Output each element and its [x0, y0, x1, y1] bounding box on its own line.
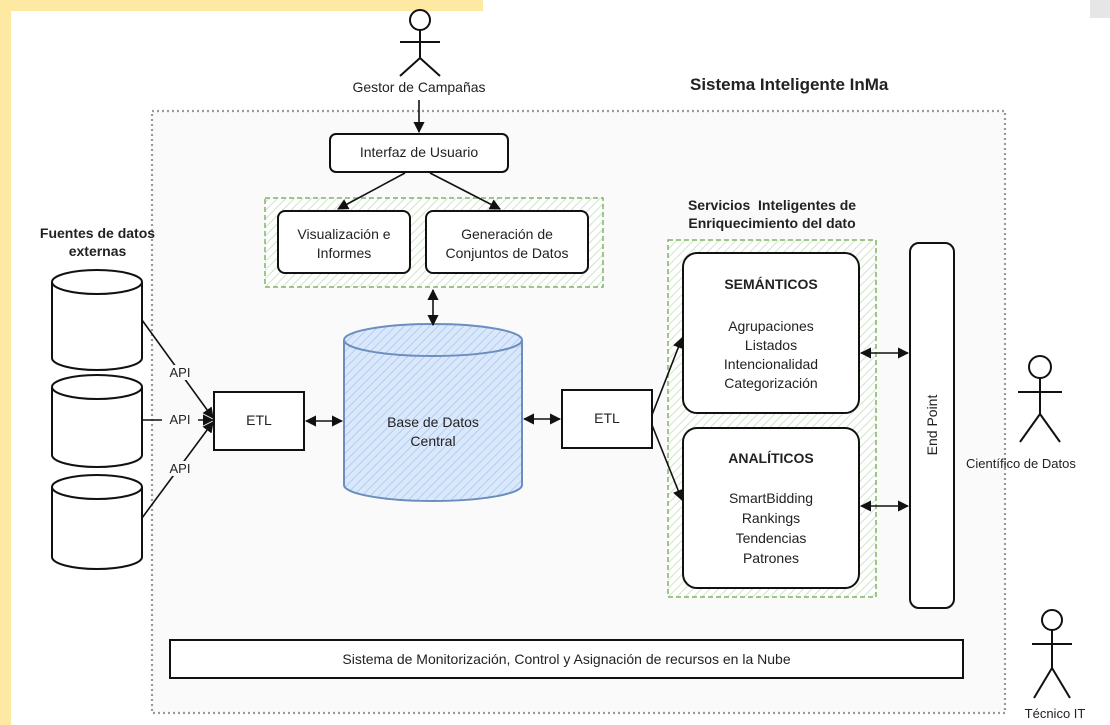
services-title-line2: Enriquecimiento del dato [688, 215, 856, 231]
api-label-1: API [162, 365, 198, 380]
analytic-item: Rankings [741, 510, 801, 526]
central-db-line1: Base de Datos [387, 414, 479, 430]
etl-left-label: ETL [246, 412, 272, 428]
analytic-item: SmartBidding [728, 490, 814, 506]
it-technician-figure [1032, 609, 1072, 699]
endpoint-box [909, 242, 955, 609]
api-label-3: API [162, 461, 198, 476]
semantic-item: Intencionalidad [723, 356, 819, 372]
api-label-2: API [162, 412, 198, 427]
data-scientist-label: Científico de Datos [966, 456, 1076, 471]
external-sources-line1: Fuentes de datos [39, 225, 156, 241]
data-scientist-figure [1018, 355, 1062, 443]
dataset-label-line2: Conjuntos de Datos [445, 245, 569, 261]
dataset-generation-box [425, 210, 589, 274]
it-technician-label: Técnico IT [1024, 706, 1086, 721]
user-interface-box [329, 133, 509, 173]
analytic-box [682, 427, 860, 589]
dataset-label-line1: Generación de [461, 226, 553, 242]
source-db-3 [51, 474, 143, 570]
etl-right-box [561, 389, 653, 449]
central-db-cylinder [343, 323, 523, 502]
semantic-item: Categorización [724, 375, 818, 391]
external-sources-line2: externas [68, 243, 127, 259]
semantic-box [682, 252, 860, 414]
yellow-top-band [0, 0, 483, 11]
analytic-item: Tendencias [735, 530, 807, 546]
source-db-2 [51, 374, 143, 468]
analytic-item: Patrones [742, 550, 800, 566]
system-title: Sistema Inteligente InMa [690, 75, 889, 94]
semantic-item: Agrupaciones [728, 318, 814, 334]
semantic-title: SEMÁNTICOS [724, 276, 818, 292]
semantic-item: Listados [744, 337, 798, 353]
yellow-left-band [0, 0, 11, 725]
campaign-manager-label: Gestor de Campañas [352, 79, 486, 95]
corner-gray-square [1090, 0, 1110, 18]
visualization-box [277, 210, 411, 274]
visualization-label-line2: Informes [316, 245, 372, 261]
monitoring-label: Sistema de Monitorización, Control y Asi… [342, 651, 791, 667]
etl-right-label: ETL [594, 410, 620, 426]
analytic-title: ANALÍTICOS [728, 450, 814, 466]
monitoring-box [169, 639, 964, 679]
services-title-line1: Servicios Inteligentes de [687, 197, 857, 213]
visualization-label-line1: Visualización e [297, 226, 391, 242]
user-interface-label: Interfaz de Usuario [359, 144, 479, 160]
campaign-manager-figure [399, 9, 441, 77]
source-db-1 [51, 269, 143, 371]
endpoint-label: End Point [924, 394, 940, 456]
central-db-line2: Central [410, 433, 456, 449]
